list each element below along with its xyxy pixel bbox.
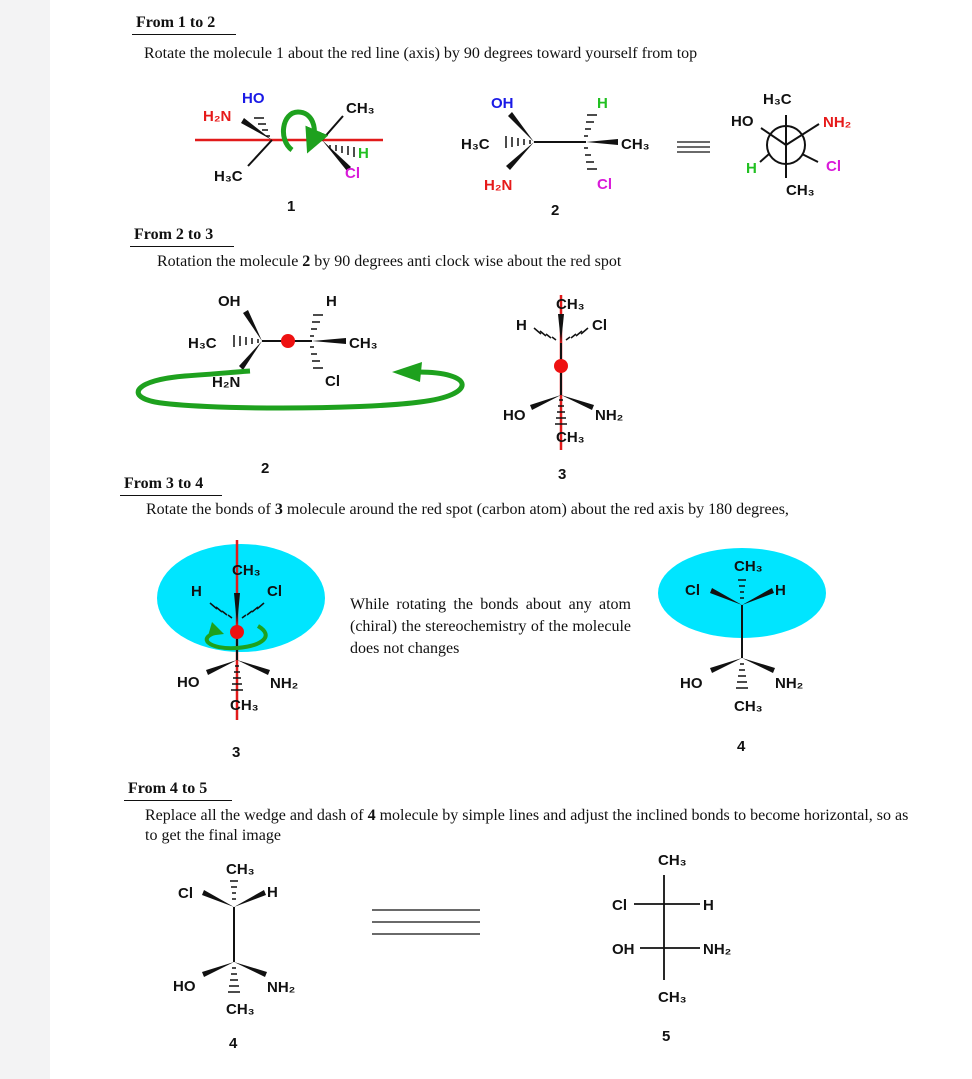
heading-4-to-5: From 4 to 5 — [124, 780, 232, 801]
atom-CH3: CH₃ — [226, 1001, 255, 1018]
molecule-number-3: 3 — [558, 466, 566, 483]
left-margin-bar — [0, 0, 50, 1079]
atom-CH3: CH₃ — [230, 697, 259, 714]
cyan-highlight — [658, 548, 826, 638]
atom-HO: HO — [680, 675, 703, 692]
atom-CH3: CH₃ — [621, 136, 650, 153]
atom-NH2: NH₂ — [595, 407, 623, 424]
rotation-arrow-icon — [281, 109, 329, 154]
dash-bond — [329, 145, 355, 157]
molecule-number-1: 1 — [287, 198, 295, 215]
atom-H2N: H₂N — [203, 108, 231, 125]
atom-H: H — [746, 160, 757, 177]
atom-CH3: CH₃ — [734, 698, 763, 715]
molecule-5-fischer: CH₃ Cl H OH NH₂ CH₃ 5 — [612, 852, 731, 1045]
atom-CH3: CH₃ — [658, 989, 687, 1006]
molecule-2-top: OH H₃C H₂N H CH₃ Cl 2 — [461, 95, 710, 219]
atom-Cl: Cl — [612, 897, 627, 914]
anticlockwise-arrow-icon — [135, 368, 465, 411]
atom-Cl: Cl — [345, 165, 360, 182]
atom-H: H — [358, 145, 369, 162]
molecule-number-2: 2 — [261, 460, 269, 477]
atom-CH3: CH₃ — [226, 861, 255, 878]
molecule-4-cyan: CH₃ Cl H HO NH₂ CH₃ 4 — [658, 548, 826, 755]
atom-HO: HO — [177, 674, 200, 691]
atom-H2N: H₂N — [484, 177, 512, 194]
atom-H2N: H₂N — [212, 374, 240, 391]
atom-OH: OH — [491, 95, 514, 112]
text-2-to-3: Rotation the molecule 2 by 90 degrees an… — [157, 253, 622, 270]
molecule-number-5: 5 — [662, 1028, 670, 1045]
atom-H: H — [326, 293, 337, 310]
molecule-number-2: 2 — [551, 202, 559, 219]
cyan-highlight — [157, 544, 325, 652]
atom-NH2: NH₂ — [823, 114, 851, 131]
atom-HO: HO — [731, 113, 754, 130]
atom-CH3: CH₃ — [556, 296, 585, 313]
atom-NH2: NH₂ — [270, 675, 298, 692]
wedge-bond — [322, 140, 351, 171]
atom-Cl: Cl — [685, 582, 700, 599]
atom-Cl: Cl — [592, 317, 607, 334]
atom-HO: HO — [173, 978, 196, 995]
atom-CH3: CH₃ — [786, 182, 815, 199]
atom-Cl: Cl — [325, 373, 340, 390]
atom-CH3: CH₃ — [734, 558, 763, 575]
atom-OH: OH — [612, 941, 635, 958]
atom-NH2: NH₂ — [703, 941, 731, 958]
molecule-number-4: 4 — [229, 1035, 238, 1052]
atom-H3C: H₃C — [461, 136, 490, 153]
equivalence-sign — [677, 141, 710, 153]
atom-HO: HO — [503, 407, 526, 424]
molecule-2-rotating: OH H₃C H₂N H CH₃ Cl 2 — [135, 293, 465, 477]
text-4-to-5: Replace all the wedge and dash of 4 mole… — [145, 807, 909, 844]
atom-H3C: H₃C — [763, 91, 792, 108]
atom-Cl: Cl — [178, 885, 193, 902]
atom-H3C: H₃C — [214, 168, 243, 185]
atom-HO: HO — [242, 90, 265, 107]
rotation-center-spot — [281, 334, 295, 348]
atom-Cl: Cl — [267, 583, 282, 600]
atom-H: H — [516, 317, 527, 334]
text-1-to-2: Rotate the molecule 1 about the red line… — [144, 45, 698, 62]
stereochemistry-note: While rotating the bonds about any atom … — [350, 596, 631, 657]
atom-OH: OH — [218, 293, 241, 310]
atom-CH3: CH₃ — [658, 852, 687, 869]
atom-H: H — [703, 897, 714, 914]
atom-H3C: H₃C — [188, 335, 217, 352]
molecule-4: CH₃ Cl H HO NH₂ CH₃ 4 — [173, 861, 295, 1052]
atom-CH3: CH₃ — [232, 562, 261, 579]
heading-2-to-3: From 2 to 3 — [130, 226, 234, 247]
molecule-number-4: 4 — [737, 738, 746, 755]
atom-NH2: NH₂ — [267, 979, 295, 996]
atom-H: H — [597, 95, 608, 112]
atom-NH2: NH₂ — [775, 675, 803, 692]
atom-Cl: Cl — [597, 176, 612, 193]
heading-3-to-4: From 3 to 4 — [120, 475, 222, 496]
molecule-3: CH₃ H Cl HO NH₂ CH₃ 3 — [503, 295, 623, 483]
atom-Cl: Cl — [826, 158, 841, 175]
wedge-bond — [241, 118, 272, 140]
atom-CH3: CH₃ — [556, 429, 585, 446]
molecule-3-with-rotation: CH₃ H Cl HO NH₂ CH₃ 3 — [157, 540, 325, 761]
rotation-arrow-icon — [204, 624, 268, 651]
heading-1-to-2: From 1 to 2 — [132, 14, 236, 35]
dash-bond — [254, 117, 270, 137]
molecule-number-3: 3 — [232, 744, 240, 761]
atom-H: H — [775, 582, 786, 599]
atom-H: H — [191, 583, 202, 600]
atom-CH3: CH₃ — [346, 100, 375, 117]
equivalence-sign — [372, 909, 480, 935]
text-3-to-4: Rotate the bonds of 3 molecule around th… — [146, 501, 789, 518]
atom-H: H — [267, 884, 278, 901]
newman-projection: H₃C HO NH₂ H Cl CH₃ — [731, 91, 851, 199]
molecule-1: HO H₂N H₃C CH₃ H Cl 1 — [195, 90, 383, 215]
atom-CH3: CH₃ — [349, 335, 378, 352]
